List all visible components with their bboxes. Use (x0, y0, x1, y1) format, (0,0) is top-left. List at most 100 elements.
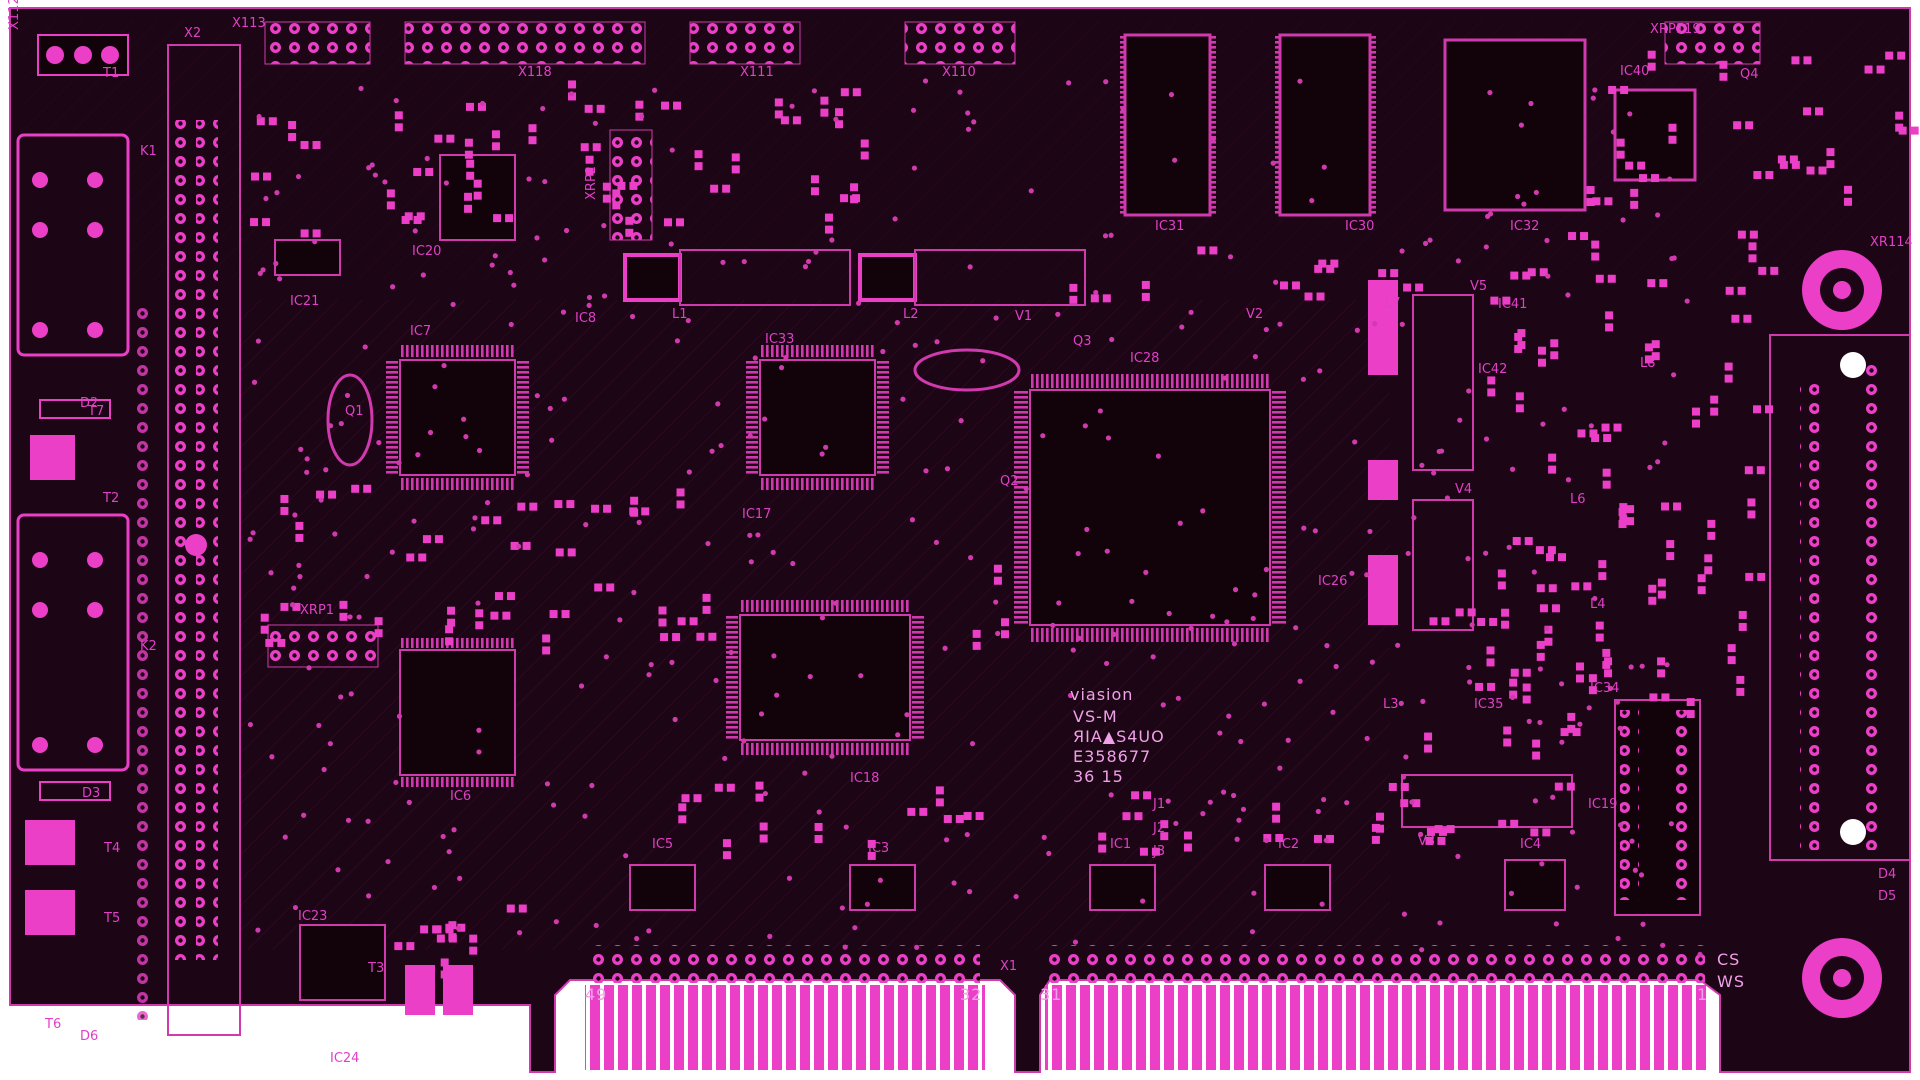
smd-pad-pair (1626, 505, 1635, 526)
via (255, 927, 261, 933)
smd-pad-pair (835, 108, 844, 129)
via (247, 536, 253, 542)
via (1301, 525, 1307, 531)
via (476, 447, 483, 454)
chip-ic23 (299, 924, 386, 1001)
smd-pad-pair (491, 130, 500, 151)
via (771, 653, 777, 659)
via (1544, 625, 1550, 632)
via (1050, 622, 1056, 628)
via (1082, 423, 1088, 429)
via (1533, 189, 1539, 196)
smd-pad-pair (1725, 286, 1746, 295)
smd-pad-pair (288, 121, 297, 142)
via (1437, 920, 1443, 926)
smd-pad-pair (1141, 280, 1150, 301)
via (382, 179, 388, 185)
via (904, 712, 910, 718)
misc-label: Q3 (1073, 334, 1092, 349)
smd-pad-pair (1661, 502, 1682, 511)
via (1577, 721, 1583, 727)
smd-pad-pair (759, 822, 768, 843)
via (958, 418, 964, 424)
via (306, 665, 312, 671)
via (318, 497, 324, 503)
smd-pad-pair (1514, 332, 1523, 353)
via (420, 272, 426, 278)
smd-pad-pair (755, 781, 764, 802)
smd-pad-pair (404, 212, 425, 221)
connector-right (1769, 334, 1911, 861)
smd-pad-pair (1644, 343, 1653, 364)
misc-label: T2 (102, 491, 119, 506)
via (321, 766, 327, 773)
via (943, 837, 950, 843)
serial-mark: E358677 (1073, 747, 1151, 766)
via (1323, 837, 1329, 843)
via (385, 858, 391, 865)
misc-label: Q4 (1740, 67, 1759, 82)
via (864, 901, 870, 907)
via (250, 530, 256, 536)
code-mark: ЯIA▲S4UO (1073, 727, 1165, 746)
via (1515, 193, 1521, 200)
edge-label-cs: CS (1717, 950, 1740, 969)
via (646, 672, 652, 678)
smd-pad-pair (1648, 584, 1657, 605)
via (636, 519, 642, 525)
via (741, 258, 747, 265)
via (967, 889, 973, 895)
label-ic21: IC21 (290, 294, 319, 309)
regulator-v5 (1412, 294, 1474, 471)
smd-pad-pair (528, 124, 537, 145)
via (544, 781, 551, 787)
smd-pad-pair (1885, 51, 1906, 60)
smd-pad-pair (677, 617, 698, 626)
via (778, 365, 785, 371)
label-x2: X2 (184, 26, 201, 41)
smd-pad-pair (840, 88, 861, 97)
via (1240, 806, 1247, 812)
via (1427, 237, 1433, 243)
via (1055, 311, 1061, 317)
smd-pad-pair (490, 611, 511, 620)
edge-label-ws: WS (1717, 972, 1745, 991)
misc-label: V1 (1015, 309, 1032, 324)
via (1405, 550, 1411, 557)
edge-label-31: 31 (1040, 985, 1062, 1004)
smd-pad-pair (1497, 569, 1506, 590)
via (1165, 798, 1171, 804)
via (1104, 548, 1110, 554)
via (1238, 738, 1244, 745)
via (1249, 929, 1256, 935)
header-xrp1 (267, 624, 379, 668)
smd-pad-pair (1069, 283, 1078, 304)
smd-pad-pair (1753, 405, 1774, 414)
smd-pad-pair (394, 111, 403, 132)
via (268, 570, 274, 576)
smd-pad-pair (1575, 662, 1584, 683)
smd-pad-pair (1455, 608, 1476, 617)
via (934, 339, 940, 345)
chip-ic33 (759, 359, 876, 476)
misc-label: T6 (44, 1017, 61, 1032)
label-ic24: IC24 (330, 1051, 359, 1066)
smd-pad-pair (1530, 828, 1551, 837)
via (1297, 678, 1303, 684)
smd-pad-pair (1777, 155, 1798, 164)
via (492, 253, 498, 259)
smd-pad-pair (1826, 148, 1835, 169)
label-x110: X110 (942, 65, 976, 80)
chip-ic31 (1123, 33, 1212, 217)
regulator-v2 (914, 249, 1086, 306)
via (912, 342, 918, 348)
smd-pad-pair (1719, 60, 1728, 81)
via (356, 614, 362, 620)
smd-pad-pair (1758, 266, 1779, 275)
smd-pad-pair (517, 502, 538, 511)
via (819, 615, 826, 621)
via (1120, 107, 1126, 113)
via (1084, 526, 1090, 533)
smd-pad-pair (1591, 240, 1600, 261)
via (1487, 89, 1493, 96)
